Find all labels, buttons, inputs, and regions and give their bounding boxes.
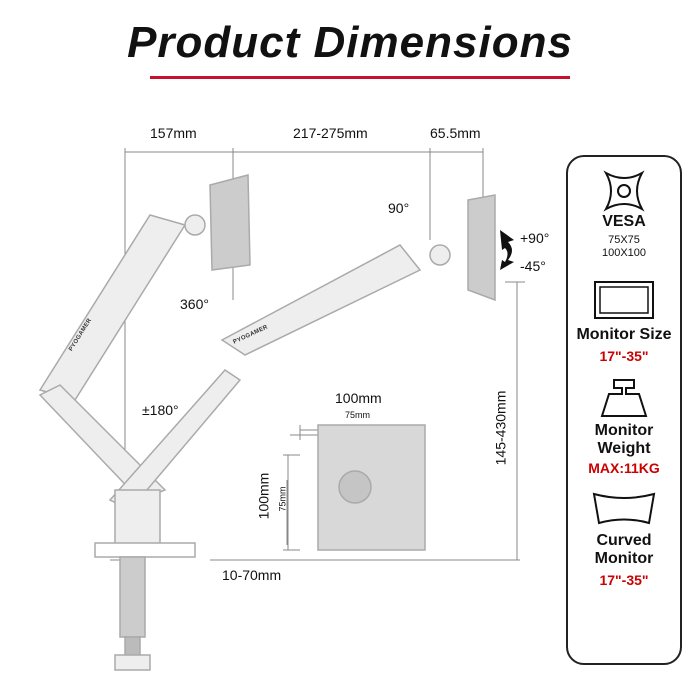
spec-size-heading: Monitor Size	[576, 326, 672, 343]
swivel-360: 360°	[180, 296, 209, 312]
dim-65-5: 65.5mm	[430, 125, 481, 141]
vesa-icon	[603, 170, 645, 212]
vesa-outer-height: 100mm	[255, 472, 272, 520]
weight-icon	[600, 379, 648, 417]
monitor-icon	[594, 281, 654, 319]
height-range: 145-430mm	[492, 390, 509, 466]
spec-curved-heading: Curved Monitor	[594, 532, 654, 567]
curved-monitor-icon	[592, 492, 656, 525]
vesa-outer-width: 100mm	[335, 390, 382, 406]
vesa-inner-height: 75mm	[277, 486, 288, 512]
spec-weight-heading: Monitor Weight	[594, 422, 654, 457]
spec-vesa-value: 75X75	[608, 234, 640, 246]
spec-weight-value: MAX:11KG	[588, 460, 660, 476]
vesa-inner-width: 75mm	[345, 410, 371, 420]
spec-size-value: 17"-35"	[599, 348, 649, 364]
spec-vesa-heading: VESA	[602, 213, 646, 230]
rotate-90: 90°	[388, 200, 410, 216]
tilt-up: +90°	[520, 230, 550, 246]
tilt-down: -45°	[520, 258, 546, 274]
dim-157: 157mm	[150, 125, 197, 141]
title-underline	[150, 76, 570, 79]
spec-panel: VESA 75X75 100X100 Monitor Size 17"-35" …	[566, 155, 682, 665]
swivel-180: ±180°	[142, 402, 179, 418]
spec-vesa-value: 100X100	[601, 247, 647, 259]
page-title: Product Dimensions	[127, 18, 573, 67]
clamp-range: 10-70mm	[222, 567, 282, 583]
spec-curved-value: 17"-35"	[599, 572, 649, 588]
dim-217-275: 217-275mm	[293, 125, 368, 141]
